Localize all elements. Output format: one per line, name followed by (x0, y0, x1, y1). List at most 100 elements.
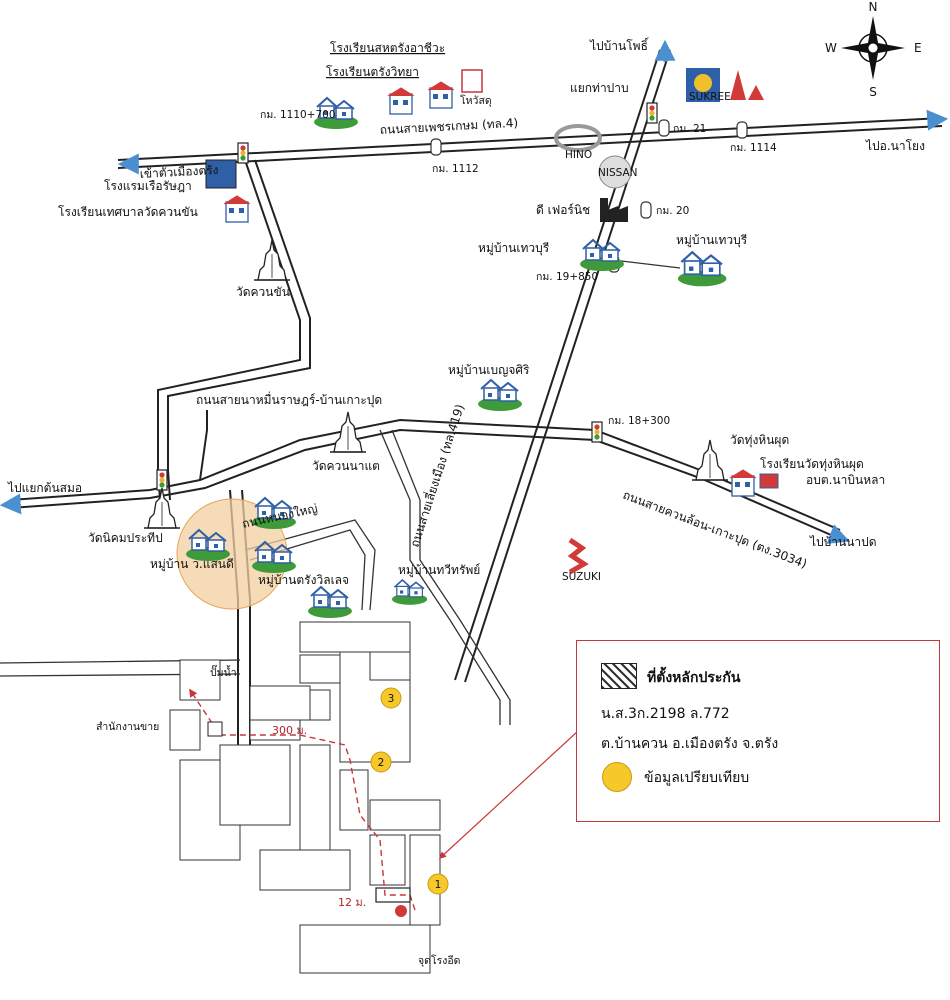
comparable-marker-legend-icon (602, 762, 632, 792)
measure-12m: 12 ม. (338, 896, 366, 909)
km-1112-label: กม. 1112 (432, 163, 479, 175)
inner-road-a-edge (391, 429, 511, 725)
place-wat-thungphinphut: วัดทุ่งหินผุด (730, 433, 789, 448)
subdivision-plots (169, 621, 441, 974)
direction-to-kon-samor: ไปแยกต้นสมอ (7, 481, 82, 495)
svg-text:1: 1 (435, 879, 442, 891)
km-21-label: กม. 21 (673, 123, 706, 135)
traffic-signal-icon (237, 142, 249, 164)
inner-road-a (379, 429, 501, 725)
place-wat-khuannatae: วัดควนนาแต (312, 459, 380, 473)
place-sales-office: สำนักงานขาย (96, 721, 159, 733)
traffic-signal-icon (591, 421, 603, 443)
km-post-icon (736, 121, 748, 139)
km-19-label: กม. 19+850 (536, 271, 598, 283)
brand-suzuki: SUZUKI (562, 571, 601, 583)
km-post-icon (430, 138, 442, 156)
place-hotel: โรงแรมเรือรัษฎา (104, 179, 192, 193)
compass-n-label: N (869, 0, 878, 14)
road-label-r4: ถนนสายเพชรเกษม (ทล.4) (379, 116, 518, 137)
hotel-icon (205, 159, 237, 189)
legend-line2: ต.บ้านควน อ.เมืองตรัง จ.ตรัง (601, 736, 779, 752)
km-post-icon (658, 119, 670, 137)
direction-to-ban-pho: ไปบ้านโพธิ์ (589, 37, 650, 53)
village-icon (391, 579, 429, 606)
traffic-signal-icon (646, 102, 658, 124)
nongyai-road (244, 519, 376, 611)
comparable-marker-2: 2 (370, 751, 392, 773)
legend-line1: น.ส.3ก.2198 ล.772 (601, 706, 730, 722)
highway-419-road-edge (464, 49, 671, 683)
brand-hino: HINO (565, 149, 592, 161)
place-d-furniture: ดี เฟอร์นิช (536, 203, 590, 217)
arrow-to-kon-samor-icon (0, 493, 22, 515)
measure-300m: 300 ม. (272, 724, 307, 737)
place-school-trang: โรงเรียนตรังวิทยา (326, 65, 419, 79)
village-icon (307, 586, 353, 619)
suzuki-logo-icon (567, 537, 589, 575)
viewpoint-dot (395, 905, 407, 917)
school-icon (427, 81, 455, 109)
place-junction-thapab: แยกท่าปาบ (570, 81, 629, 95)
highway-419-road (454, 49, 661, 681)
legend-title: ที่ตั้งหลักประกัน (647, 670, 741, 686)
direction-to-city: เข้าตัวเมืองตรัง (139, 163, 218, 181)
property-hatch (375, 887, 411, 903)
compass-w-label: W (825, 41, 837, 55)
thewaburi-connector (612, 259, 681, 269)
compass-e-label: E (914, 41, 922, 55)
hino-logo-icon (554, 124, 602, 152)
direction-to-na-pud: ไปบ้านนาปด (809, 535, 877, 549)
comparable-marker-3: 3 (380, 687, 402, 709)
km-post-icon (640, 201, 652, 219)
place-vil-thewaburi-2: หมู่บ้านเทวบุรี (676, 233, 748, 248)
brand-sukree: SUKREE (689, 91, 731, 103)
place-school-watkhuan: โรงเรียนเทศบาลวัดควนขัน (58, 205, 198, 219)
direction-to-naiyong: ไปอ.นาโยง (865, 139, 925, 153)
place-vil-thawiphat: หมู่บ้านทวีทรัพย์ (398, 563, 480, 578)
khuankhan-road-edge (167, 159, 311, 501)
place-wat-nikhom: วัดนิคมประทีป (88, 531, 163, 545)
legend-box: ที่ตั้งหลักประกัน น.ส.3ก.2198 ล.772 ต.บ้… (576, 640, 940, 822)
brand-nissan: NISSAN (598, 167, 638, 179)
nissan-logo-icon (598, 155, 632, 189)
compass-icon (841, 16, 905, 80)
km-1114-label: กม. 1114 (730, 142, 777, 154)
place-vil-benchasiri: หมู่บ้านเบญจศิริ (448, 363, 530, 378)
place-vil-thewaburi: หมู่บ้านเทวบุรี (478, 241, 550, 256)
compass-s-label: S (869, 85, 877, 99)
place-tvet: โหวัสดุ (460, 94, 492, 107)
km-1110-label: กม. 1110+700 (260, 109, 336, 121)
flag-icon (759, 473, 779, 489)
north-spur-road (199, 410, 208, 481)
school-icon (387, 87, 415, 115)
arrow-to-naiyong-icon (926, 109, 949, 131)
nongyai-road-edge (249, 529, 366, 611)
village-icon (579, 239, 625, 272)
svg-text:3: 3 (388, 693, 395, 705)
pump-icon (207, 721, 223, 737)
place-vil-trangwilej: หมู่บ้านตรังวิลเลจ (258, 573, 349, 588)
highway-4-road (117, 117, 943, 161)
school-icon (729, 469, 757, 497)
traffic-signal-icon (156, 469, 168, 491)
arrow-to-na-pud-icon (826, 524, 850, 544)
place-school-sahakorn: โรงเรียนสหตรังอาชีวะ (330, 41, 445, 55)
comparable-marker-1: 1 (427, 873, 449, 895)
legend-compare: ข้อมูลเปรียบเทียบ (644, 770, 750, 786)
property-hatch-swatch-icon (601, 663, 637, 689)
legend-pointer-line (438, 719, 591, 859)
place-obt: อบต.นาบินหลา (806, 473, 885, 487)
road-label-kp: ถนนสายนาหมื่นราษฎร์-บ้านเกาะปุด (196, 391, 382, 408)
place-school-thungphinphut: โรงเรียนวัดทุ่งหินผุด (760, 457, 864, 472)
svg-text:2: 2 (378, 757, 385, 769)
place-viewpoint: จุดโรงอีด (418, 954, 461, 967)
village-icon (477, 379, 523, 412)
road-label-r3034: ถนนสายควนล้อน-เกาะปุด (ตง.3034) (621, 488, 809, 572)
place-vil-wsan: หมู่บ้าน ว.แสนดี (150, 557, 234, 572)
place-wat-khuankhan: วัดควนขัน (236, 285, 290, 299)
place-pump: ปั๊มน้ำ (210, 664, 237, 679)
km-20-label: กม. 20 (656, 205, 689, 217)
village-icon (676, 251, 728, 288)
